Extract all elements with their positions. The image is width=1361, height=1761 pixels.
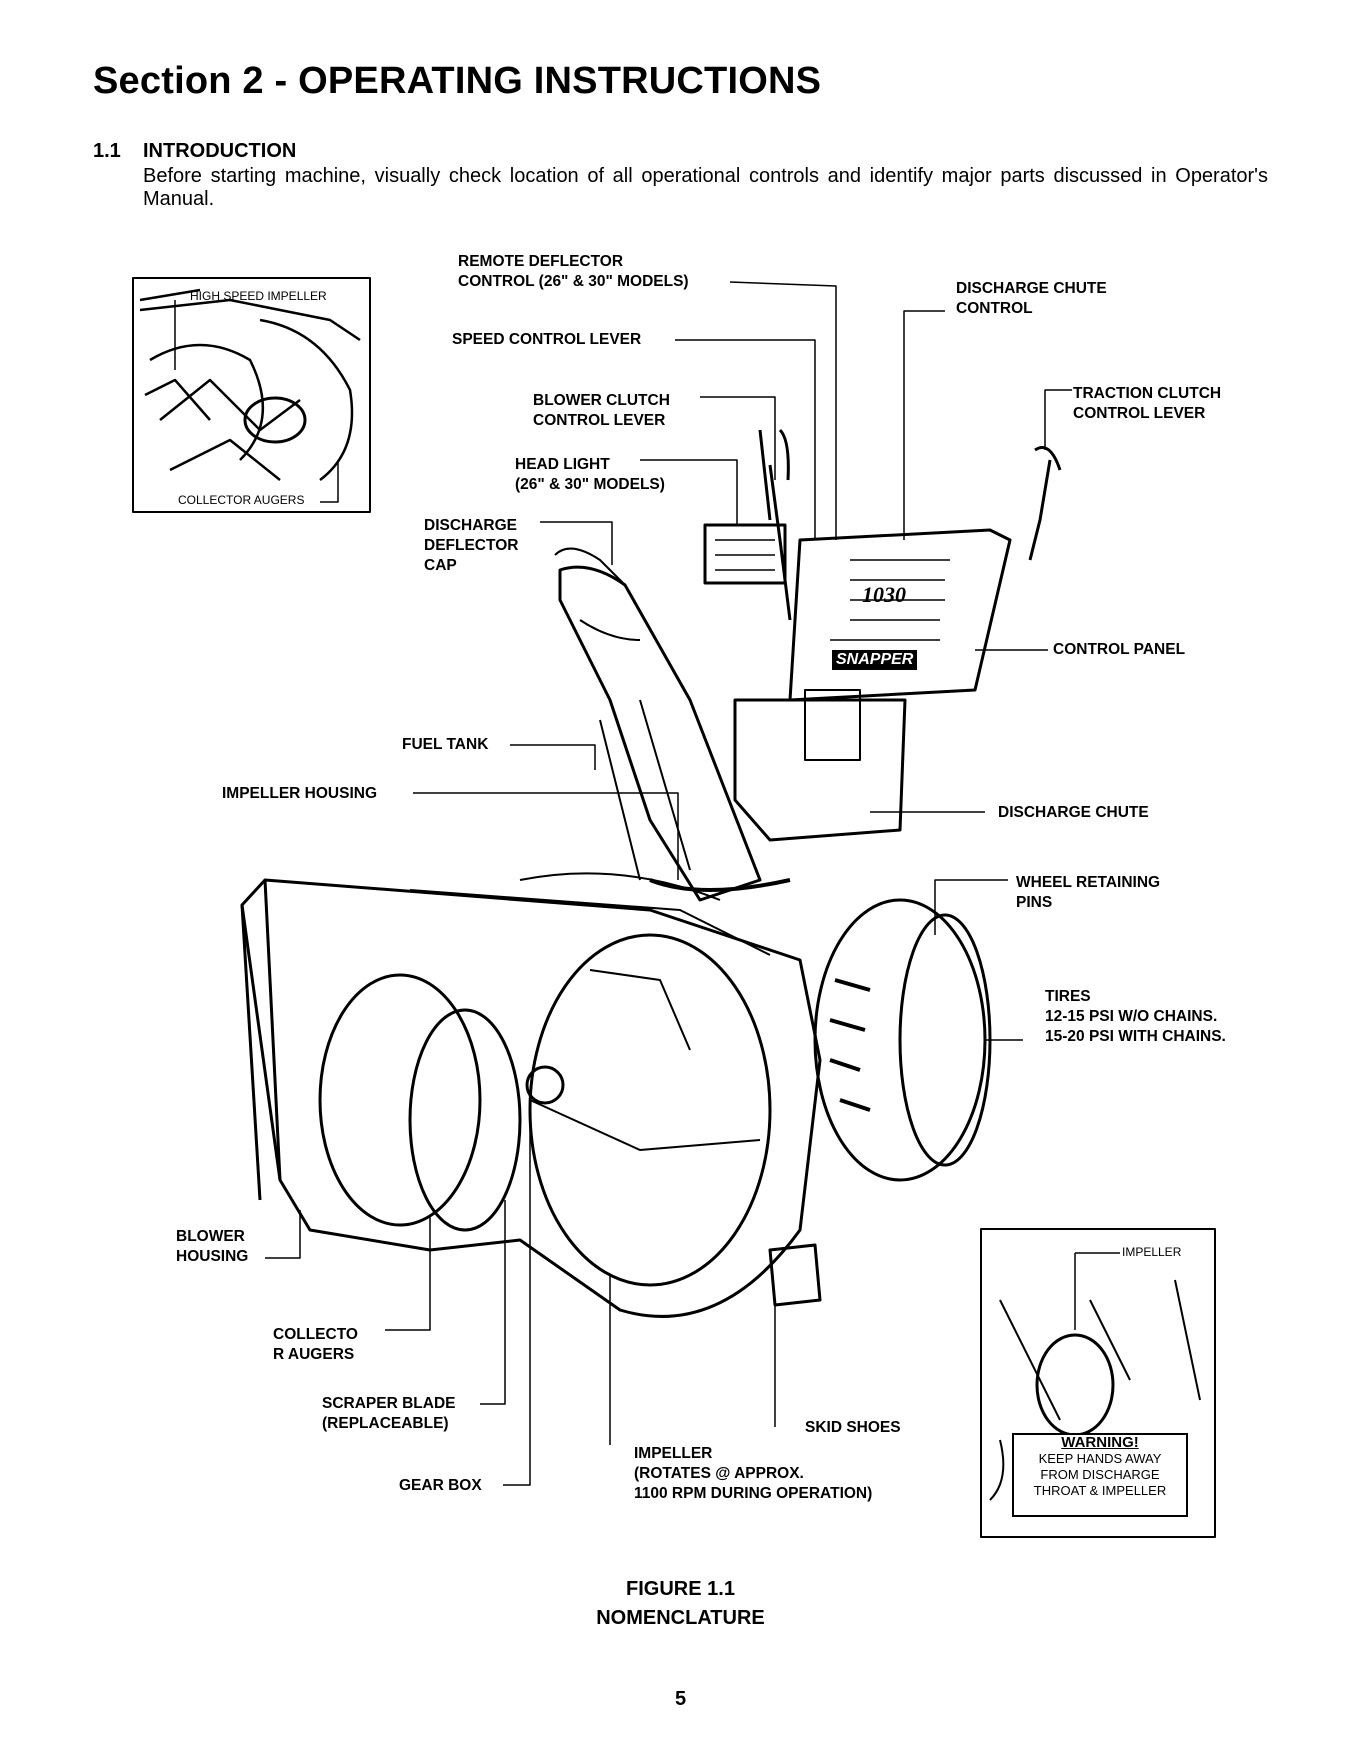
label-traction-clutch: TRACTION CLUTCH CONTROL LEVER [1073,385,1222,422]
inset-impeller-ring [1035,1333,1115,1437]
label-fuel-tank: FUEL TANK [402,736,489,753]
label-head-light: HEAD LIGHT (26" & 30" MODELS) [515,456,665,493]
skid-shoe-shape [768,1243,822,1307]
blower-housing-shape [240,878,822,1318]
inset-auger-box [132,277,371,513]
auger-right [408,1008,522,1232]
label-tires: TIRES 12-15 PSI W/O CHAINS. 15-20 PSI WI… [1045,988,1226,1045]
warning-line-1: KEEP HANDS AWAY [1038,1451,1162,1466]
label-blower-housing: BLOWER HOUSING [176,1228,249,1265]
section-number: 1.1 [93,140,121,162]
impeller-ring [528,933,772,1287]
label-remote-deflector: REMOTE DEFLECTOR CONTROL (26" & 30" MODE… [458,253,689,290]
inset-impeller-box [980,1228,1216,1538]
discharge-chute-shape [558,565,762,902]
label-skid-shoes: SKID SHOES [805,1419,901,1436]
section-heading: 1.1 INTRODUCTION [93,140,296,163]
brand-logo: SNAPPER [832,650,918,670]
inset-label-high-speed-impeller: HIGH SPEED IMPELLER [190,289,327,303]
label-speed-control-lever: SPEED CONTROL LEVER [452,331,642,348]
page-title: Section 2 - OPERATING INSTRUCTIONS [93,60,822,102]
label-impeller: IMPELLER (ROTATES @ APPROX. 1100 RPM DUR… [634,1445,873,1502]
page-number: 5 [674,1688,687,1710]
headlight-shape [703,523,787,585]
handle-bars [768,446,1062,621]
figure-caption-line-1: FIGURE 1.1 [626,1578,735,1600]
label-wheel-retaining-pins: WHEEL RETAINING PINS [1016,874,1161,911]
label-collector-augers: COLLECTO R AUGERS [273,1326,358,1363]
auger-left [318,973,482,1227]
control-panel-shape [788,528,1012,702]
inset-auger-sketch [139,288,361,481]
warning-box: WARNING! KEEP HANDS AWAY FROM DISCHARGE … [1012,1433,1188,1517]
warning-line-3: THROAT & IMPELLER [1033,1483,1167,1498]
label-discharge-chute-control: DISCHARGE CHUTE CONTROL [956,280,1107,317]
gear-hub [525,1065,565,1105]
section-heading-text: INTRODUCTION [143,140,297,162]
label-scraper-blade: SCRAPER BLADE (REPLACEABLE) [322,1395,456,1432]
label-blower-clutch: BLOWER CLUTCH CONTROL LEVER [533,392,670,429]
panel-model-logo: 1030 [862,582,906,607]
inset-label-collector-augers: COLLECTOR AUGERS [178,493,305,507]
label-control-panel: CONTROL PANEL [1053,641,1186,658]
figure-caption-line-2: NOMENCLATURE [596,1607,765,1629]
label-impeller-housing: IMPELLER HOUSING [222,785,378,802]
warning-title: WARNING! [1061,1434,1139,1451]
label-gear-box: GEAR BOX [399,1477,482,1494]
warning-line-2: FROM DISCHARGE [1040,1467,1160,1482]
inset-label-impeller: IMPELLER [1122,1245,1182,1259]
intro-paragraph: Before starting machine, visually check … [143,165,1268,210]
engine-shape [733,698,907,842]
label-discharge-deflector-cap: DISCHARGE DEFLECTOR CAP [424,517,519,574]
label-discharge-chute: DISCHARGE CHUTE [998,804,1149,821]
